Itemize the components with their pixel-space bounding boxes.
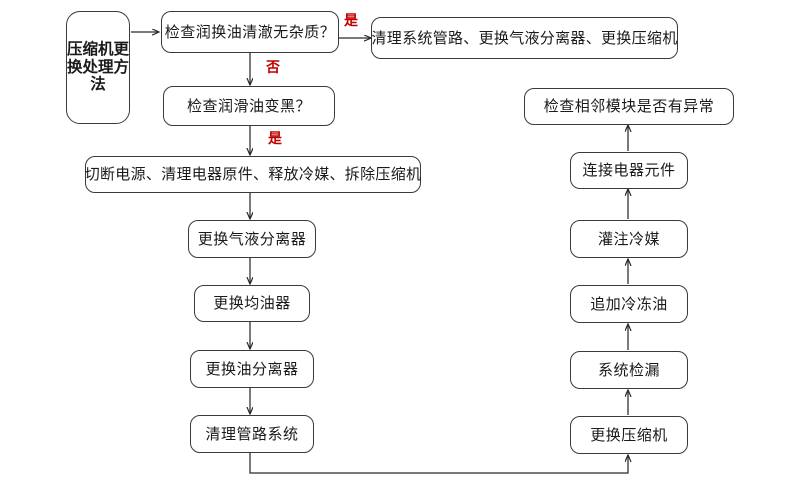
node-label: 清理系统管路、更换气液分离器、更换压缩机 (371, 28, 678, 47)
node-add-frozen-oil[interactable]: 追加冷冻油 (570, 285, 688, 323)
node-title-compressor-replacement[interactable]: 压缩机更换处理方法 (66, 11, 130, 124)
edge-label-no-middle: 否 (266, 61, 280, 75)
node-power-off-prepare[interactable]: 切断电源、清理电器原件、释放冷媒、拆除压缩机 (85, 156, 421, 193)
edge-label-text: 否 (266, 60, 280, 76)
node-replace-oil-balancer[interactable]: 更换均油器 (194, 285, 310, 322)
node-check-oil-clean[interactable]: 检查润换油清澈无杂质？ (161, 11, 339, 53)
node-replace-oil-separator[interactable]: 更换油分离器 (190, 350, 314, 388)
node-label: 系统检漏 (597, 360, 660, 379)
node-replace-gas-liquid-separator[interactable]: 更换气液分离器 (188, 220, 316, 258)
node-connect-electric-components[interactable]: 连接电器元件 (570, 152, 688, 189)
edge-label-text: 是 (344, 13, 358, 29)
node-label: 检查相邻模块是否有异常 (543, 97, 715, 116)
node-label: 检查润滑油变黑？ (186, 96, 311, 115)
node-replace-compressor[interactable]: 更换压缩机 (570, 416, 688, 454)
node-clean-system[interactable]: 清理系统管路、更换气液分离器、更换压缩机 (371, 17, 678, 59)
node-label: 更换压缩机 (590, 425, 668, 444)
node-check-oil-black[interactable]: 检查润滑油变黑？ (163, 86, 335, 126)
node-label: 清理管路系统 (205, 424, 299, 443)
node-system-leak-test[interactable]: 系统检漏 (570, 351, 688, 389)
node-label: 压缩机更换处理方法 (67, 40, 130, 94)
node-check-adjacent-modules[interactable]: 检查相邻模块是否有异常 (524, 88, 734, 125)
node-label: 连接电器元件 (582, 161, 676, 180)
node-label: 更换油分离器 (205, 359, 299, 378)
connector-cleanpipes-to-compressor (249, 453, 628, 474)
node-label: 切断电源、清理电器原件、释放冷媒、拆除压缩机 (84, 165, 422, 184)
node-label: 追加冷冻油 (590, 294, 668, 313)
node-label: 检查润换油清澈无杂质？ (164, 22, 336, 41)
node-label: 灌注冷媒 (597, 229, 660, 248)
node-label: 更换气液分离器 (197, 229, 307, 248)
edge-label-yes-top: 是 (344, 14, 358, 28)
edge-label-yes-bottom: 是 (268, 132, 282, 146)
node-fill-refrigerant[interactable]: 灌注冷媒 (570, 220, 688, 258)
node-label: 更换均油器 (213, 294, 291, 313)
edge-label-text: 是 (268, 131, 282, 147)
node-clean-pipe-system[interactable]: 清理管路系统 (190, 415, 314, 453)
